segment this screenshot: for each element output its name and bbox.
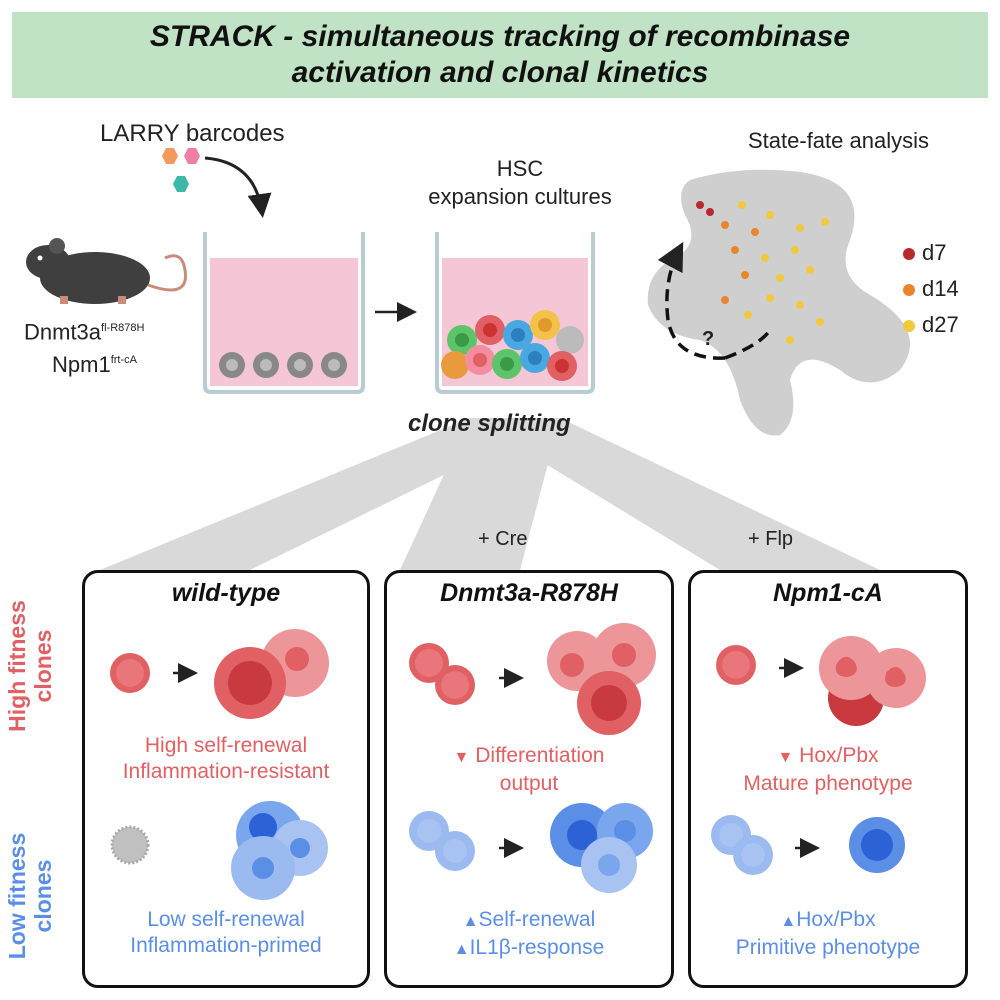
mouse-genotype-line2-sup: frt-cA <box>110 354 137 367</box>
barcode-arrow-icon <box>204 156 272 218</box>
dnmt3a-high-text1: Differentiation <box>475 744 605 767</box>
wildtype-low-text2: Inflammation-primed <box>130 934 322 957</box>
title-line-2: activation and clonal kinetics <box>291 56 709 89</box>
title-banner: STRACK - simultaneous tracking of recomb… <box>12 12 988 98</box>
npm1-high-text2: Mature phenotype <box>743 772 913 795</box>
up-arrow-icon: ▲ <box>453 941 470 958</box>
barcode-hexagons-icon <box>162 148 200 192</box>
panel-dnmt3a: Dnmt3a-R878H ▼ Differentiation output ▲S… <box>384 570 674 988</box>
panel-dnmt3a-cells <box>409 623 656 893</box>
panel-npm1: Npm1-cA ▼ Hox/Pbx Mature phenotype ▲Hox/… <box>688 570 968 988</box>
row-label-low: Low fitness clones <box>4 816 56 976</box>
row-label-high-line2: clones <box>30 629 56 703</box>
row-label-high-line1: High fitness <box>4 600 30 732</box>
mouse-genotype-line2: Npm1 <box>52 351 111 377</box>
npm1-high-text1: Hox/Pbx <box>799 744 879 767</box>
legend-d14: d14 <box>922 276 959 301</box>
panel-npm1-title: Npm1-cA <box>773 579 883 607</box>
row-label-low-line2: clones <box>30 859 56 933</box>
panel-wildtype-cells <box>110 629 329 900</box>
down-arrow-icon: ▼ <box>777 749 794 766</box>
mouse-genotype-line1-sup: fl-R878H <box>101 322 145 334</box>
wildtype-low-text: Low self-renewal Inflammation-primed <box>85 907 367 959</box>
panel-dnmt3a-title: Dnmt3a-R878H <box>440 579 618 607</box>
culture-label: HSC expansion cultures <box>395 155 645 211</box>
question-mark: ? <box>702 328 715 350</box>
culture-label-line2: expansion cultures <box>428 184 612 209</box>
trajectory-dashed-path <box>724 328 772 360</box>
legend-d7: d7 <box>922 240 947 265</box>
culture-well-1 <box>203 232 365 394</box>
up-arrow-icon: ▲ <box>462 913 479 930</box>
panel-wildtype-title: wild-type <box>171 579 281 607</box>
dnmt3a-high-text2: output <box>499 772 559 795</box>
panel-wildtype: wild-type High self-renewal Inflammation… <box>82 570 370 988</box>
culture-well-2 <box>435 232 595 394</box>
npm1-high-text: ▼ Hox/Pbx Mature phenotype <box>691 743 965 797</box>
flp-label: + Flp <box>748 528 794 550</box>
cre-label: + Cre <box>478 528 528 550</box>
wildtype-high-text1: High self-renewal <box>144 734 308 757</box>
legend-d27: d27 <box>922 312 959 337</box>
npm1-low-text: ▲Hox/Pbx Primitive phenotype <box>691 907 965 961</box>
npm1-low-text1: Hox/Pbx <box>796 908 876 931</box>
dnmt3a-high-text: ▼ Differentiation output <box>387 743 671 797</box>
row-label-high: High fitness clones <box>4 586 56 746</box>
dnmt3a-low-text2: IL1β-response <box>469 936 605 959</box>
up-arrow-icon: ▲ <box>780 913 797 930</box>
timepoint-dots <box>696 201 829 344</box>
title-line-1: STRACK - simultaneous tracking of recomb… <box>149 20 851 53</box>
wildtype-high-text: High self-renewal Inflammation-resistant <box>85 733 367 785</box>
legend-swatches <box>903 248 915 332</box>
wildtype-low-text1: Low self-renewal <box>147 908 305 931</box>
wildtype-high-text2: Inflammation-resistant <box>122 760 330 783</box>
clone-splitting-fan <box>100 418 880 570</box>
mouse-genotype: Dnmt3afl-R878H Npm1frt-cA <box>24 314 144 379</box>
state-fate-embedding <box>647 169 910 436</box>
mouse-icon <box>26 238 188 304</box>
row-label-low-line1: Low fitness <box>4 832 30 960</box>
down-arrow-icon: ▼ <box>453 749 470 766</box>
state-fate-label: State-fate analysis <box>748 128 929 153</box>
culture-label-line1: HSC <box>496 156 544 181</box>
barcodes-label: LARRY barcodes <box>100 120 285 147</box>
panel-npm1-cells <box>711 636 926 875</box>
mouse-genotype-line1: Dnmt3a <box>24 319 102 345</box>
npm1-low-text2: Primitive phenotype <box>735 936 921 959</box>
trajectory-arrow-icon <box>657 241 726 360</box>
clone-splitting-label: clone splitting <box>408 410 571 437</box>
dnmt3a-low-text1: Self-renewal <box>478 908 596 931</box>
dnmt3a-low-text: ▲Self-renewal ▲IL1β-response <box>387 907 671 963</box>
